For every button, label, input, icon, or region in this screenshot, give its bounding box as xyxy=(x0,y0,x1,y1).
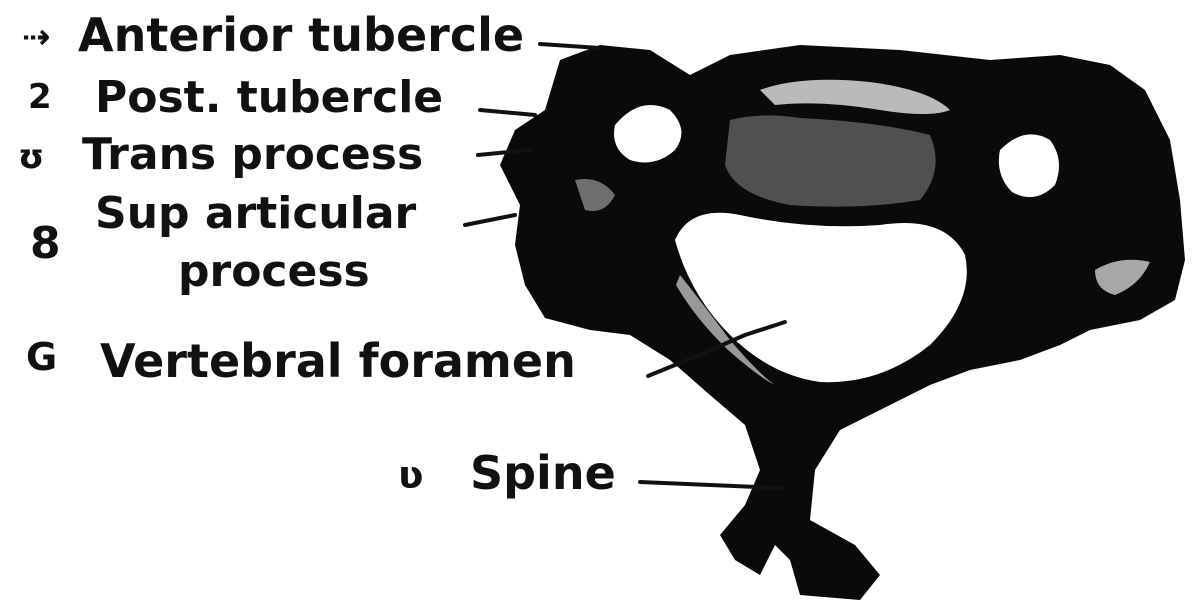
label-sup-articular-line1: Sup articular xyxy=(95,192,416,236)
label-trans-process: Trans process xyxy=(82,133,423,177)
marker-spine: ʋ xyxy=(398,456,423,494)
marker-anterior-tubercle: ⇢ xyxy=(22,20,51,54)
leader-anterior-tubercle xyxy=(540,44,600,48)
marker-trans-process: ʊ xyxy=(18,140,44,174)
marker-vertebral-foramen: G xyxy=(26,338,57,376)
leader-post-tubercle xyxy=(480,110,535,115)
label-post-tubercle: Post. tubercle xyxy=(95,76,443,120)
marker-sup-articular-process: 8 xyxy=(30,222,61,266)
label-vertebral-foramen: Vertebral foramen xyxy=(100,338,576,384)
label-anterior-tubercle: Anterior tubercle xyxy=(78,12,524,58)
label-sup-articular-line2: process xyxy=(178,250,370,294)
label-spine: Spine xyxy=(470,450,616,496)
leader-sup-articular-process xyxy=(465,215,515,225)
marker-post-tubercle: 2 xyxy=(28,80,52,114)
